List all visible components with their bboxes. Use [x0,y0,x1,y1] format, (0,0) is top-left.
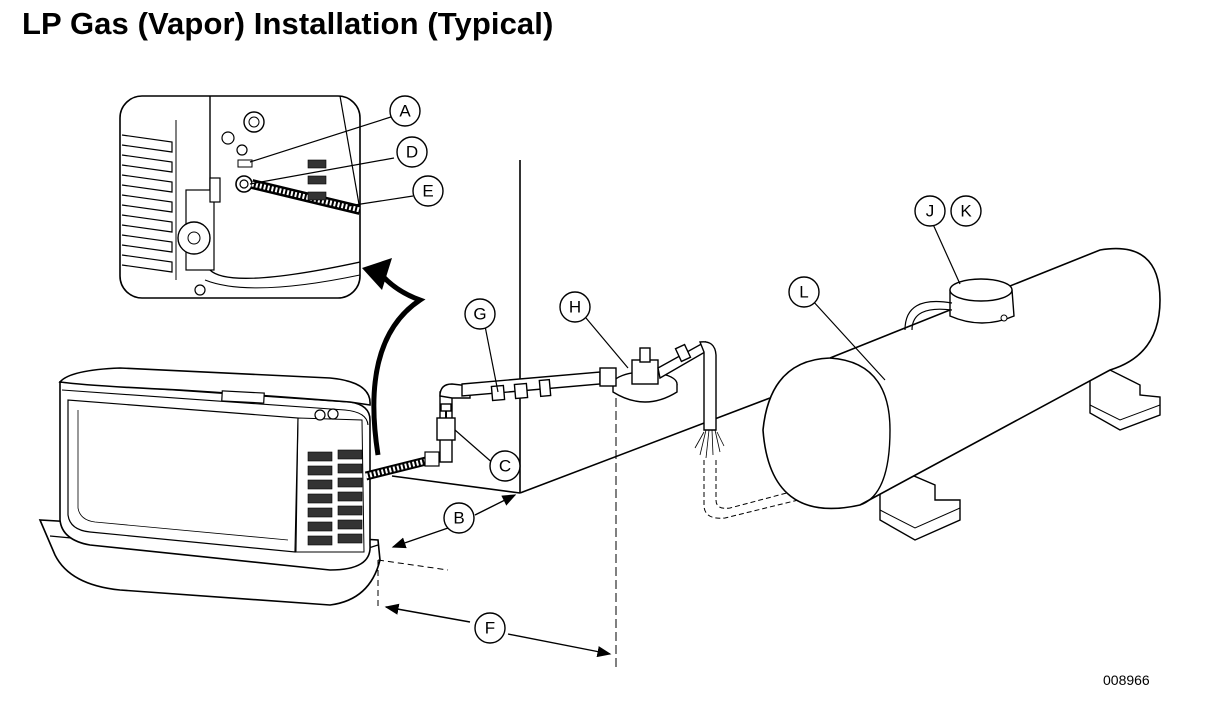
distance-b [377,494,517,571]
figure-number: 008966 [1103,672,1150,688]
callout-f-label: F [485,619,495,638]
page-title: LP Gas (Vapor) Installation (Typical) [22,6,554,41]
callout-b: B [443,502,475,534]
leader-lines [249,115,961,466]
callout-h-label: H [569,298,581,317]
callout-k-label: K [960,202,972,221]
callout-d-label: D [406,143,418,162]
detail-arrow [362,258,426,456]
callout-a: A [389,95,421,127]
gas-piping [436,340,717,463]
callout-a-label: A [399,102,411,121]
callout-h: H [559,291,591,323]
callout-l-label: L [799,283,808,302]
callout-e: E [412,175,444,207]
callout-g-label: G [473,305,486,324]
callout-k: K [950,195,982,227]
callout-g: G [464,298,496,330]
callout-c-label: C [499,457,511,476]
distance-f [377,398,617,668]
callout-l: L [788,276,820,308]
callout-e-label: E [422,182,433,201]
generator [38,367,381,606]
generator-louvers [307,449,363,546]
flexible-fuel-hose [364,451,440,481]
building-wall [391,160,771,494]
callout-d: D [396,136,428,168]
callout-c: C [489,450,521,482]
inset-louvers [121,120,177,280]
lp-tank [762,247,1161,541]
callout-f: F [474,612,506,644]
callout-j-label: J [926,202,935,221]
callout-j: J [914,195,946,227]
callout-b-label: B [453,509,464,528]
detail-inset [119,95,361,299]
underground-entry [694,429,725,459]
